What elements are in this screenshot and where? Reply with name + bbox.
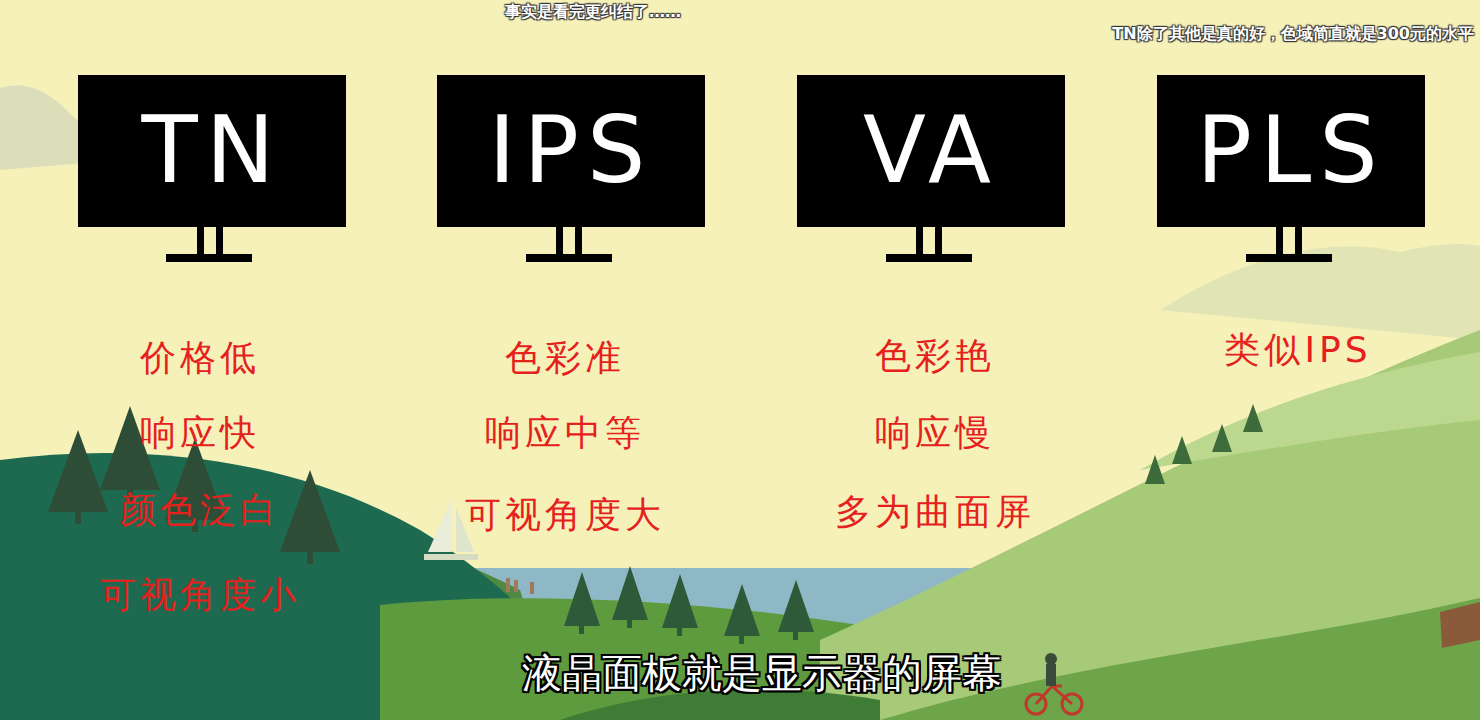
feature-note: 色彩准 [405, 336, 725, 380]
bullet-comment: 事实是看完更纠结了…… [505, 2, 681, 22]
feature-note: 可视角度大 [405, 493, 725, 537]
feature-note: 色彩艳 [775, 334, 1095, 378]
panel-type: IPS [488, 105, 653, 197]
feature-note: 类似IPS [1138, 328, 1458, 372]
feature-note: 多为曲面屏 [775, 490, 1095, 534]
feature-note: 可视角度小 [40, 573, 360, 617]
monitor-screen: VA色彩艳响应慢多为曲面屏 [797, 75, 1065, 227]
monitor-screen: IPS色彩准响应中等可视角度大 [437, 75, 705, 227]
feature-note: 颜色泛白 [40, 488, 360, 532]
feature-note: 价格低 [40, 336, 360, 380]
bullet-comment: TN除了其他是真的好，色域简直就是300元的水平 [1112, 24, 1474, 44]
panel-type: TN [141, 105, 282, 197]
feature-note: 响应快 [40, 411, 360, 455]
monitor-screen: PLS类似IPS [1157, 75, 1425, 227]
panel-type: VA [863, 105, 999, 197]
feature-note: 响应慢 [775, 411, 1095, 455]
feature-note: 响应中等 [405, 411, 725, 455]
panel-type: PLS [1196, 105, 1385, 197]
monitor-screen: TN价格低响应快颜色泛白可视角度小 [78, 75, 346, 227]
video-subtitle: 液晶面板就是显示器的屏幕 [522, 648, 1002, 698]
